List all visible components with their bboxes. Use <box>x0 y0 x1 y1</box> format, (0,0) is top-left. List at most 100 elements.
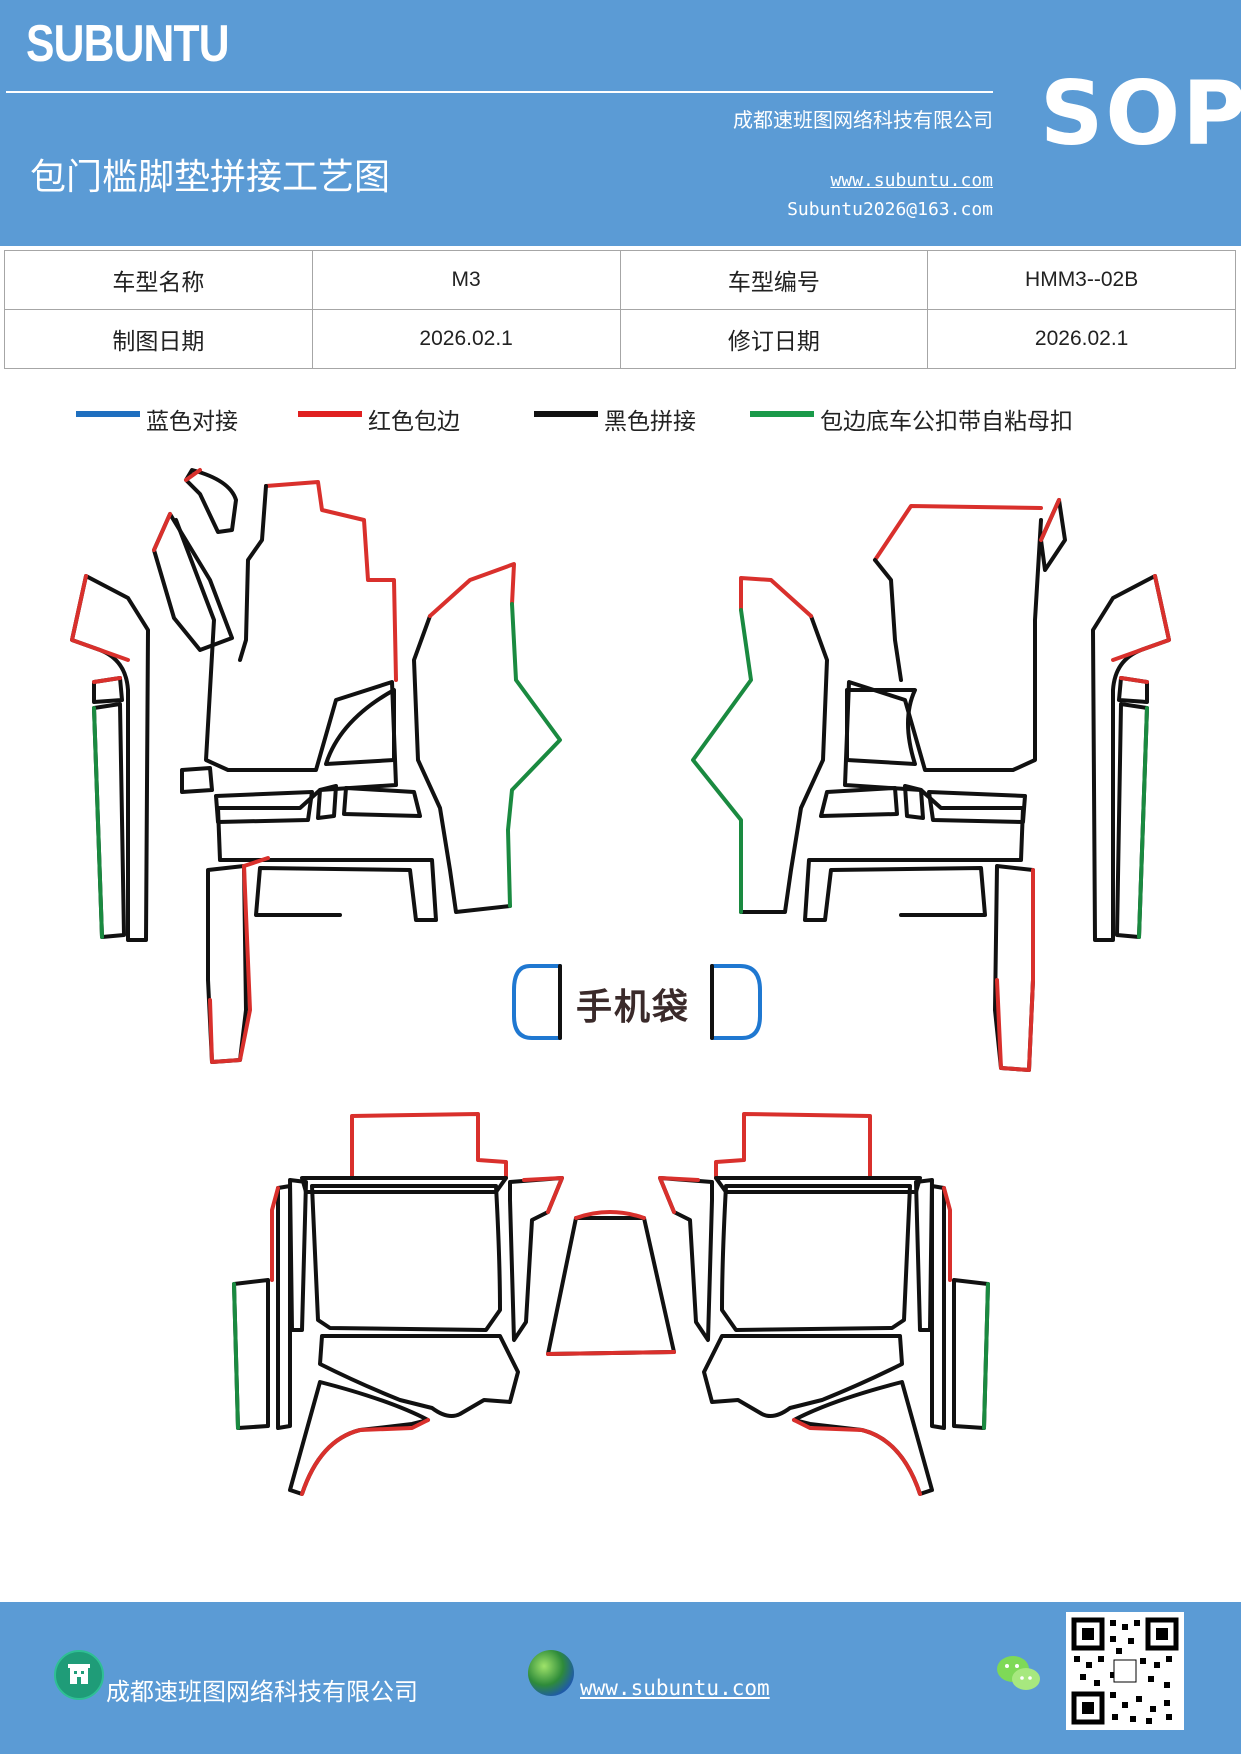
qr-code <box>1066 1612 1184 1730</box>
mat-piece <box>184 468 238 534</box>
mat-piece <box>873 558 903 682</box>
legend-item-green: 包边底车公扣带自粘母扣 <box>750 402 1073 436</box>
mat-piece <box>214 790 314 824</box>
mat-edge-red <box>995 868 1035 1072</box>
mat-piece <box>739 614 829 914</box>
mat-piece <box>324 688 396 766</box>
legend-swatch-blue <box>76 411 140 417</box>
mat-piece <box>927 790 1027 824</box>
header-divider <box>6 91 993 93</box>
mat-piece <box>342 786 422 818</box>
mat-edge-red <box>1111 574 1171 662</box>
mat-edge-red <box>1119 676 1149 684</box>
footer-banner: 成都速班图网络科技有限公司 www.subuntu.com <box>0 1602 1241 1754</box>
mat-group-rear-left <box>232 1112 676 1496</box>
color-legend: 蓝色对接 红色包边 黑色拼接 包边底车公扣带自粘母扣 <box>0 402 1241 438</box>
mat-edge-green <box>691 608 753 914</box>
legend-item-black: 黑色拼接 <box>534 402 696 436</box>
legend-label: 红色包边 <box>368 409 460 435</box>
mat-edge-red <box>270 1186 280 1282</box>
mat-edge-green <box>1137 706 1149 939</box>
label-model-name: 车型名称 <box>4 250 313 310</box>
mat-piece <box>702 1334 904 1418</box>
mat-edge-red <box>92 676 122 684</box>
phone-pocket-label: 手机袋 <box>576 987 691 1028</box>
mat-piece <box>412 614 512 914</box>
document-title: 包门槛脚垫拼接工艺图 <box>30 157 391 198</box>
label-revise-date: 修订日期 <box>619 309 929 369</box>
mat-piece <box>264 480 398 682</box>
label-draw-date: 制图日期 <box>4 309 313 369</box>
wechat-icon[interactable] <box>996 1654 1042 1694</box>
header-website-link[interactable]: www.subuntu.com <box>830 170 993 191</box>
pocket-piece-right <box>710 964 762 1040</box>
mat-edge-green <box>982 1282 990 1430</box>
legend-label: 黑色拼接 <box>604 409 696 435</box>
mat-edge-red <box>184 468 202 482</box>
mat-piece <box>930 1184 946 1430</box>
mat-edge-red <box>1039 498 1061 542</box>
legend-swatch-black <box>534 411 598 417</box>
mat-piece <box>318 1334 520 1418</box>
value-revise-date: 2026.02.1 <box>927 309 1236 369</box>
legend-item-red: 红色包边 <box>298 402 460 436</box>
globe-icon <box>528 1650 574 1696</box>
mat-edge-red <box>546 1350 676 1356</box>
label-model-code: 车型编号 <box>619 250 929 310</box>
mat-piece <box>845 688 917 766</box>
mat-piece <box>152 512 234 652</box>
mat-edge-red <box>70 574 130 662</box>
mat-edge-red <box>873 504 1043 562</box>
mat-piece <box>914 1178 934 1332</box>
mat-piece <box>206 864 248 1064</box>
mat-piece <box>180 766 214 794</box>
building-icon <box>54 1650 104 1700</box>
mat-piece <box>174 518 438 922</box>
sop-label: SOP <box>1040 62 1241 165</box>
legend-label: 包边底车公扣带自粘母扣 <box>820 409 1073 435</box>
table-row: 车型名称 M3 车型编号 HMM3--02B <box>4 250 1236 310</box>
mat-piece <box>276 1184 292 1430</box>
mat-edge-red <box>658 1176 700 1214</box>
mat-edge-red <box>942 1186 952 1282</box>
brand-logo: SUBUNTU <box>26 15 230 73</box>
mat-edge-green <box>92 706 104 939</box>
mat-edge-red <box>242 856 270 868</box>
value-model-code: HMM3--02B <box>927 250 1236 310</box>
mat-group-rear-right <box>658 1112 990 1496</box>
floor-mat-diagram <box>70 468 1171 1496</box>
mat-edge-red <box>792 1418 922 1496</box>
value-draw-date: 2026.02.1 <box>311 309 621 369</box>
mat-piece <box>310 1184 502 1332</box>
header-email: Subuntu2026@163.com <box>787 199 993 220</box>
legend-label: 蓝色对接 <box>146 409 238 435</box>
mat-piece <box>1091 574 1171 942</box>
table-row: 制图日期 2026.02.1 修订日期 2026.02.1 <box>4 309 1236 369</box>
mat-edge-red <box>308 1112 508 1180</box>
mat-edge-green <box>232 1282 240 1430</box>
footer-company: 成都速班图网络科技有限公司 <box>106 1678 418 1706</box>
mat-group-front-right <box>691 498 1171 1072</box>
mat-piece <box>288 1178 308 1332</box>
footer-website-link[interactable]: www.subuntu.com <box>580 1676 770 1700</box>
header-company: 成都速班图网络科技有限公司 <box>733 108 993 132</box>
mat-piece <box>70 574 150 942</box>
mat-piece <box>720 1184 912 1332</box>
mat-piece <box>546 1216 676 1356</box>
mat-edge-red <box>208 864 252 1064</box>
mat-edge-red <box>739 576 813 618</box>
mat-edge-red <box>714 1112 914 1180</box>
mat-group-front-left <box>70 468 562 1064</box>
legend-swatch-red <box>298 411 362 417</box>
mat-piece <box>803 518 1043 922</box>
legend-item-blue: 蓝色对接 <box>76 402 238 436</box>
phone-pocket <box>512 964 762 1040</box>
header-banner: SUBUNTU SOP 成都速班图网络科技有限公司 包门槛脚垫拼接工艺图 www… <box>0 0 1241 246</box>
mat-edge-red <box>300 1418 430 1496</box>
mat-edge-red <box>522 1176 564 1214</box>
vehicle-info-table: 车型名称 M3 车型编号 HMM3--02B 制图日期 2026.02.1 修订… <box>4 250 1236 369</box>
mat-piece <box>238 484 268 662</box>
mat-edge-green <box>506 602 562 908</box>
mat-piece <box>819 786 899 818</box>
mat-piece <box>316 784 338 820</box>
